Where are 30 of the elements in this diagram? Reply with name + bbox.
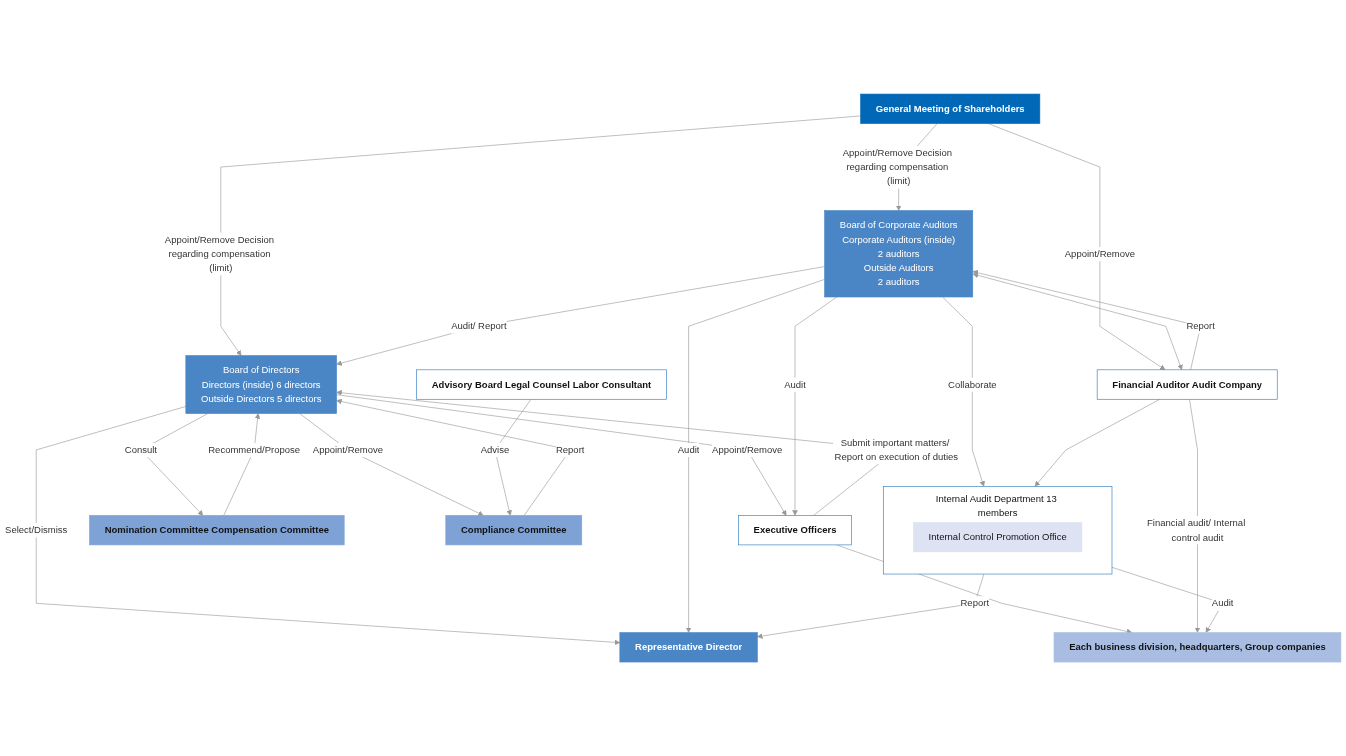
edge-label: Collaborate xyxy=(948,378,997,390)
edge-label: Report xyxy=(1186,320,1215,332)
node-box: Compliance Committee xyxy=(445,515,583,546)
node-box: Executive Officers xyxy=(738,515,852,546)
edge-label: Financial audit/ Internal control audit xyxy=(1147,517,1246,543)
edge-label: Appoint/Remove xyxy=(1064,247,1135,259)
edge-label: Recommend/Propose xyxy=(208,444,301,455)
edge-label: Consult xyxy=(124,444,158,455)
node-box: Representative Director xyxy=(619,632,758,663)
edge-label: Audit xyxy=(1211,597,1234,609)
node-box: General Meeting of Shareholders xyxy=(860,93,1041,124)
node-box: Board of Corporate Auditors Corporate Auditors (inside) 2 auditors Outside Auditors 2 auditors xyxy=(824,210,974,298)
edge-label: Audit/ Report xyxy=(451,320,507,332)
edge-label: Appoint/Remove Decision regarding compensation (limit) xyxy=(164,233,275,273)
edge-label: Appoint/Remove xyxy=(312,444,384,455)
edge-label: Advise xyxy=(480,444,510,455)
edge-label: Appoint/Remove xyxy=(712,444,783,455)
edge-label: Report xyxy=(960,597,990,609)
node-box: Each business division, headquarters, Group companies xyxy=(1053,632,1342,663)
edge-label: Report xyxy=(555,444,585,455)
edge-label: Submit important matters/ Report on execution of duties xyxy=(834,436,959,462)
node-box: Board of Directors Directors (inside) 6 directors Outside Directors 5 directors xyxy=(185,355,337,414)
node-box: Financial Auditor Audit Company xyxy=(1096,369,1278,400)
node-box: Internal Control Promotion Office xyxy=(913,522,1083,553)
node-box: Nomination Committee Compensation Committee xyxy=(89,515,345,546)
edge-label: Select/Dismiss xyxy=(5,524,68,536)
edge-label: Audit xyxy=(784,378,806,390)
node-box: Advisory Board Legal Counsel Labor Consultant xyxy=(416,369,667,400)
edge-label: Appoint/Remove Decision regarding compensation (limit) xyxy=(842,146,952,187)
edge-label: Audit xyxy=(677,444,700,455)
